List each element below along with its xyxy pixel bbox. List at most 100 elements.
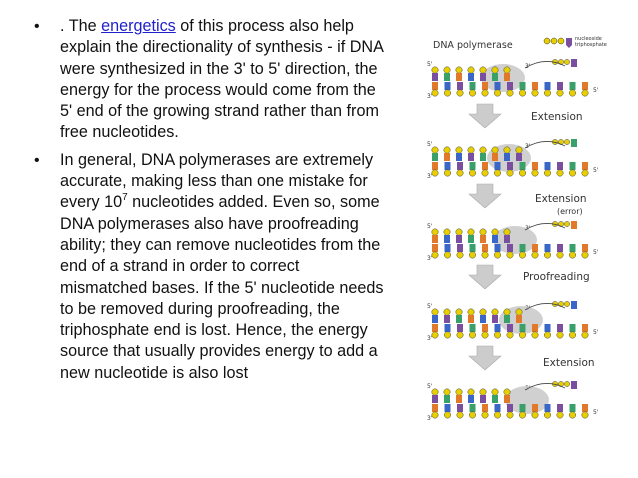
phosphate-bead [455, 228, 463, 236]
phosphate-bead [467, 66, 475, 74]
prime-3-label: 3' [427, 93, 433, 100]
incoming-phosphate [564, 221, 570, 227]
phosphate-bead [494, 331, 501, 339]
nucleotide-base [480, 73, 486, 81]
bullet-marker: • [34, 151, 40, 169]
nucleotide-base [492, 153, 498, 161]
nucleotide-base [468, 235, 474, 243]
template-base [494, 404, 501, 412]
template-base [582, 82, 588, 90]
phosphate-bead [503, 308, 511, 316]
nucleotide-base [492, 395, 498, 403]
bullet-item-accuracy: • In general, DNA polymerases are extrem… [34, 150, 384, 384]
phosphate-bead [491, 228, 499, 236]
phosphate-bead [519, 169, 526, 177]
template-base [457, 244, 463, 252]
prime-5-label: 5' [427, 303, 433, 310]
phosphate-bead [431, 308, 439, 316]
phosphate-bead [544, 331, 551, 339]
legend-phosphate-icon [543, 37, 551, 45]
phosphate-bead [455, 66, 463, 74]
phosphate-bead [544, 411, 551, 419]
nucleotide-base [444, 153, 450, 161]
template-base [482, 162, 488, 170]
prime-3-label: 3' [427, 415, 433, 422]
pointer-arrow [524, 383, 566, 391]
bullet-text-pre: . The [60, 17, 102, 35]
template-base [457, 162, 463, 170]
nucleotide-base [516, 153, 522, 161]
phosphate-bead [443, 66, 451, 74]
template-base [507, 162, 513, 170]
phosphate-bead [444, 251, 451, 259]
phosphate-bead [431, 411, 439, 419]
nucleotide-base [468, 153, 474, 161]
legend-base-icon [566, 38, 572, 48]
template-base [457, 404, 463, 412]
legend: nucleoside triphosphate [543, 36, 607, 48]
step-label-extension-error: Extension [535, 193, 587, 205]
nucleotide-base [444, 395, 450, 403]
template-base [557, 82, 563, 90]
phosphate-bead [503, 228, 511, 236]
nucleotide-base [432, 73, 438, 81]
phosphate-bead [556, 411, 564, 419]
template-base [444, 82, 451, 90]
phosphate-bead [569, 331, 576, 339]
phosphate-bead [531, 411, 539, 419]
template-base [569, 244, 576, 252]
template-base [532, 82, 538, 90]
prime-3-label: 3' [427, 255, 433, 262]
prime-5-label: 5' [427, 383, 433, 390]
template-base [582, 244, 588, 252]
phosphate-bead [431, 89, 439, 97]
phosphate-bead [544, 89, 551, 97]
phosphate-bead [456, 251, 464, 259]
phosphate-bead [443, 146, 451, 154]
template-base [457, 82, 463, 90]
exponent: 7 [122, 191, 128, 203]
template-base [507, 82, 513, 90]
nucleotide-base [504, 153, 510, 161]
step-label-error: (error) [557, 207, 583, 216]
template-base [444, 404, 451, 412]
legend-label-2: triphosphate [575, 42, 607, 48]
nucleotide-base [492, 73, 498, 81]
template-base [557, 324, 563, 332]
phosphate-bead [515, 308, 523, 316]
prime-3-label: 3' [427, 173, 433, 180]
template-base [582, 404, 588, 412]
phosphate-bead [506, 331, 514, 339]
template-base [532, 244, 538, 252]
incoming-base [571, 139, 577, 147]
prime-5-label: 5' [593, 329, 599, 336]
incoming-base [571, 381, 577, 389]
template-base [432, 404, 438, 412]
template-base [582, 324, 588, 332]
phosphate-bead [569, 89, 576, 97]
phosphate-bead [455, 388, 463, 396]
template-base [482, 82, 488, 90]
phosphate-bead [544, 251, 551, 259]
nucleotide-base [444, 235, 450, 243]
phosphate-bead [469, 331, 476, 339]
nucleotide-base [504, 73, 510, 81]
phosphate-bead [519, 89, 526, 97]
phosphate-bead [431, 146, 439, 154]
nucleotide-base [456, 395, 462, 403]
phosphate-bead [531, 169, 539, 177]
nucleotide-base [468, 395, 474, 403]
template-base [432, 324, 438, 332]
phosphate-bead [479, 146, 487, 154]
nucleotide-base [480, 395, 486, 403]
nucleotide-base [456, 235, 462, 243]
phosphate-bead [503, 146, 511, 154]
template-base [469, 82, 476, 90]
prime-5-label: 5' [593, 249, 599, 256]
incoming-phosphate [564, 59, 570, 65]
phosphate-bead [479, 388, 487, 396]
energetics-link[interactable]: energetics [101, 17, 176, 35]
template-base [582, 162, 588, 170]
nucleotide-base [444, 73, 450, 81]
prime-5-label: 5' [593, 409, 599, 416]
